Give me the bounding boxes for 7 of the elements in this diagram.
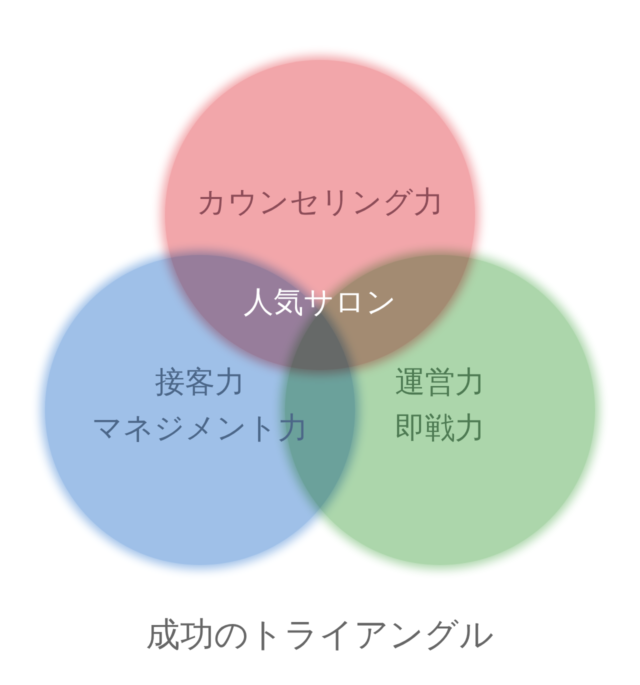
circle-label: 接客力	[155, 365, 245, 401]
circle-label: 運営力	[395, 365, 485, 401]
caption: 成功のトライアングル	[145, 614, 495, 657]
circle-label: 即戦力	[395, 411, 485, 447]
circle-label: カウンセリング力	[196, 185, 444, 221]
circle-label: マネジメント力	[92, 411, 308, 447]
overlap-label: 人気サロン	[244, 284, 396, 322]
